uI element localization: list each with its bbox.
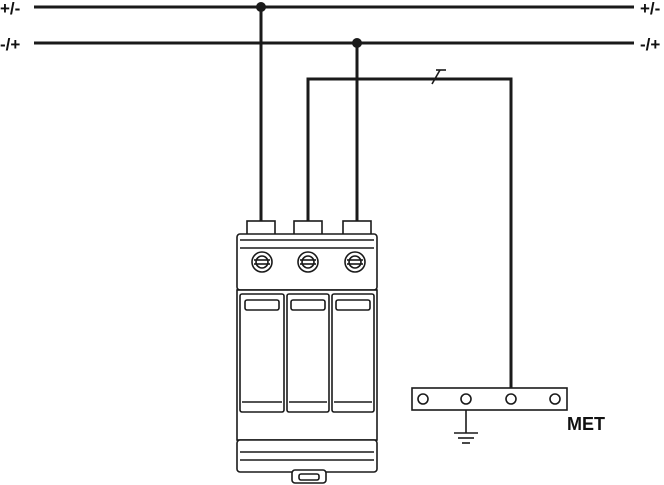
screw-terminal-icon: [344, 251, 366, 273]
line1-left-label: +/-: [0, 0, 20, 18]
wire-slash-mark: [431, 69, 441, 85]
met-label: MET: [567, 414, 605, 434]
screw-terminal-icon: [251, 251, 273, 273]
line2-left-label: -/+: [0, 35, 20, 54]
ground-symbol-icon: [454, 410, 478, 444]
screw-terminal-icon: [297, 251, 319, 273]
module-3: [331, 293, 375, 413]
met-earth-bar: [411, 387, 568, 411]
line2-right-label: -/+: [640, 35, 660, 54]
terminal-cap-2: [293, 220, 323, 236]
module-1: [239, 293, 285, 413]
terminal-cap-1: [246, 220, 276, 236]
device-top-housing: [236, 233, 378, 291]
surge-protector-device: [236, 220, 378, 484]
device-base: [236, 439, 378, 473]
line1-right-label: +/-: [640, 0, 660, 18]
terminal-cap-3: [342, 220, 372, 236]
module-2: [286, 293, 330, 413]
din-rail-clip: [291, 469, 327, 484]
earth-wire: [306, 77, 513, 398]
